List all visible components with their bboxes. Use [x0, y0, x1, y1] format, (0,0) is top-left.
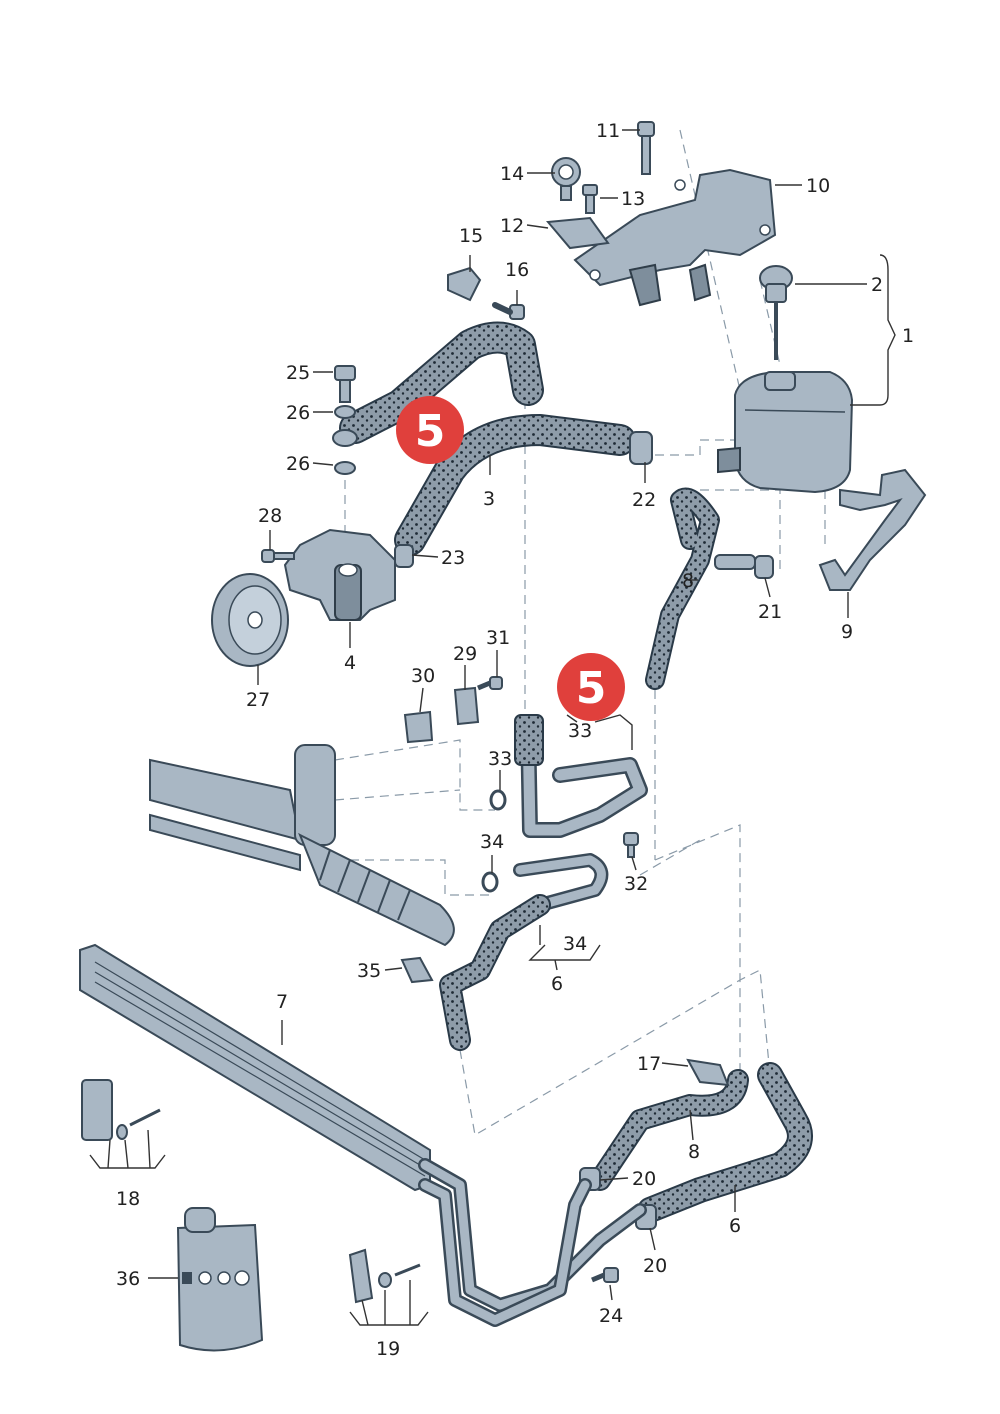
label-26-upper: 26 [286, 402, 310, 424]
clip-part-17 [686, 1058, 730, 1087]
cooler-return-lines [418, 1158, 647, 1327]
label-1: 1 [902, 325, 914, 347]
label-17: 17 [637, 1053, 661, 1075]
mounting-kit-part-18 [81, 1079, 161, 1141]
seal-washers-part-26 [332, 405, 358, 475]
bolt-part-28 [261, 549, 295, 563]
label-18: 18 [116, 1188, 140, 1210]
label-30: 30 [411, 665, 435, 687]
pulley-part-27 [211, 573, 289, 667]
label-34-ring: 34 [480, 831, 504, 853]
power-steering-pump [283, 528, 396, 621]
label-3: 3 [483, 488, 495, 510]
hose-clamp-part-21 [714, 554, 774, 579]
assembly-guide-lines [334, 129, 826, 1136]
hose-part-8-upper [645, 487, 720, 690]
label-20-lower: 20 [643, 1255, 667, 1277]
label-13: 13 [621, 188, 645, 210]
label-20-upper: 20 [632, 1168, 656, 1190]
label-26-lower: 26 [286, 453, 310, 475]
bolt-part-16 [492, 302, 525, 320]
steering-rack [149, 744, 455, 947]
banjo-bolt-part-25 [334, 365, 356, 403]
label-36: 36 [116, 1268, 140, 1290]
bracket-part-29 [453, 686, 480, 726]
label-11: 11 [596, 120, 620, 142]
label-25: 25 [286, 362, 310, 384]
pipe-part-34 [513, 853, 609, 912]
label-7: 7 [276, 991, 288, 1013]
label-22: 22 [632, 489, 656, 511]
plate-part-12 [546, 216, 610, 250]
hose-part-6-upper [439, 894, 551, 1051]
clamp-part-14 [551, 157, 581, 201]
pipe-part-33 [514, 714, 648, 838]
callout-badge-lower-text: 5 [576, 663, 607, 714]
label-2: 2 [871, 274, 883, 296]
label-4: 4 [344, 652, 356, 674]
label-29: 29 [453, 643, 477, 665]
label-23: 23 [441, 547, 465, 569]
bolt-part-13 [582, 184, 598, 214]
clamp-part-30 [403, 710, 434, 744]
label-19: 19 [376, 1338, 400, 1360]
fluid-reservoir [717, 371, 854, 494]
label-33-group: 33 [568, 720, 592, 742]
label-24: 24 [599, 1305, 623, 1327]
hose-clamp-part-23 [394, 544, 414, 568]
bolt-part-11 [637, 121, 655, 175]
label-10: 10 [806, 175, 830, 197]
bolt-part-24 [591, 1267, 619, 1283]
label-16: 16 [505, 259, 529, 281]
label-33-ring: 33 [488, 748, 512, 770]
label-12: 12 [500, 215, 524, 237]
high-pressure-hose-upper [339, 321, 544, 444]
fluid-bottle-part-36 [176, 1207, 264, 1352]
label-8-lower: 8 [688, 1141, 700, 1163]
leader-lines [89, 129, 896, 1326]
label-35: 35 [357, 960, 381, 982]
label-6-lower: 6 [729, 1215, 741, 1237]
clip-part-15 [447, 266, 482, 302]
hose-part-6-lower [637, 1062, 813, 1223]
hose-part-8-lower [589, 1069, 749, 1191]
callout-badge-lower: 5 [557, 653, 625, 721]
label-8-upper: 8 [682, 570, 694, 592]
label-32: 32 [624, 873, 648, 895]
callout-badge-upper-text: 5 [415, 406, 446, 457]
label-21: 21 [758, 601, 782, 623]
part-labels: 11 10 14 13 12 2 1 15 16 25 26 26 28 3 2… [116, 120, 914, 1360]
label-31: 31 [486, 627, 510, 649]
reservoir-cap-dipstick [759, 265, 793, 360]
mounting-kit-part-19 [348, 1248, 421, 1304]
callout-badge-upper: 5 [396, 396, 464, 464]
hose-clamp-part-22 [629, 431, 653, 465]
label-34-group: 34 [563, 933, 587, 955]
return-hose-part-3 [394, 414, 636, 556]
bolt-part-31 [477, 676, 503, 691]
label-6-upper: 6 [551, 973, 563, 995]
clip-part-35 [400, 956, 434, 984]
label-14: 14 [500, 163, 524, 185]
label-9: 9 [841, 621, 853, 643]
reservoir-bracket [573, 168, 777, 307]
label-28: 28 [258, 505, 282, 527]
label-27: 27 [246, 689, 270, 711]
seal-rings [481, 789, 507, 893]
bolt-part-32 [623, 832, 639, 858]
label-15: 15 [459, 225, 483, 247]
bracket-part-9 [818, 468, 927, 591]
